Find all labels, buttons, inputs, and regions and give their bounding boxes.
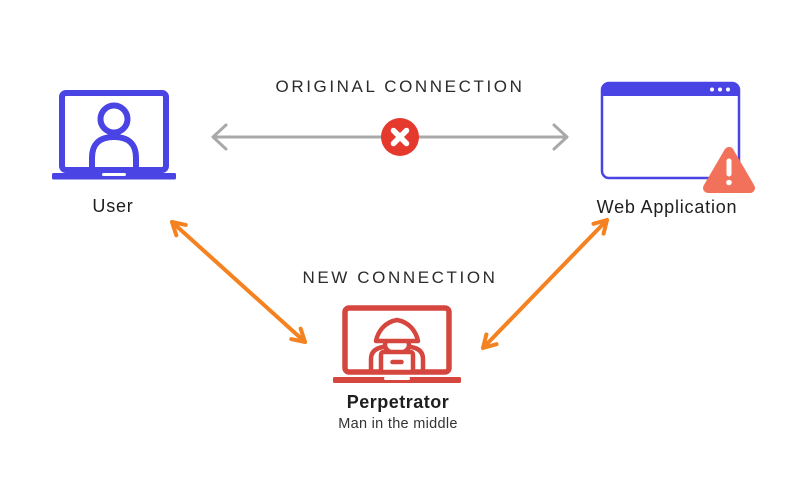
browser-window-icon (600, 81, 741, 180)
laptop-user-icon (52, 90, 176, 180)
original-connection-title: ORIGINAL CONNECTION (275, 77, 525, 96)
new-connection-title: NEW CONNECTION (302, 268, 498, 287)
arrowhead-up-icon (591, 218, 609, 236)
arrowhead-right-icon (552, 123, 569, 151)
blocked-x-icon (381, 118, 419, 156)
laptop-base-notch (102, 173, 126, 176)
browser-titlebar (602, 83, 739, 96)
browser-dots-icon (710, 87, 730, 92)
arrowhead-left-icon (211, 123, 228, 151)
perpetrator-label: Perpetrator (346, 392, 450, 412)
laptop-base-notch (384, 377, 410, 380)
perpetrator-webapp-arrow (481, 218, 609, 350)
warning-icon (703, 147, 755, 193)
arrowhead-up-icon (170, 220, 188, 238)
user-perpetrator-arrow (170, 220, 307, 344)
web-application-label: Web Application (596, 197, 738, 217)
laptop-hacker-icon (333, 305, 461, 383)
person-icon (89, 102, 139, 170)
laptop-base (52, 173, 176, 180)
arrowhead-down-icon (481, 332, 499, 350)
exclamation-dot (726, 179, 732, 186)
hacker-figure-icon (368, 317, 426, 375)
user-label: User (92, 196, 134, 216)
perpetrator-sublabel: Man in the middle (338, 416, 458, 432)
original-connection-arrow (211, 118, 569, 156)
hood (373, 317, 421, 344)
arrowhead-down-icon (289, 326, 307, 344)
